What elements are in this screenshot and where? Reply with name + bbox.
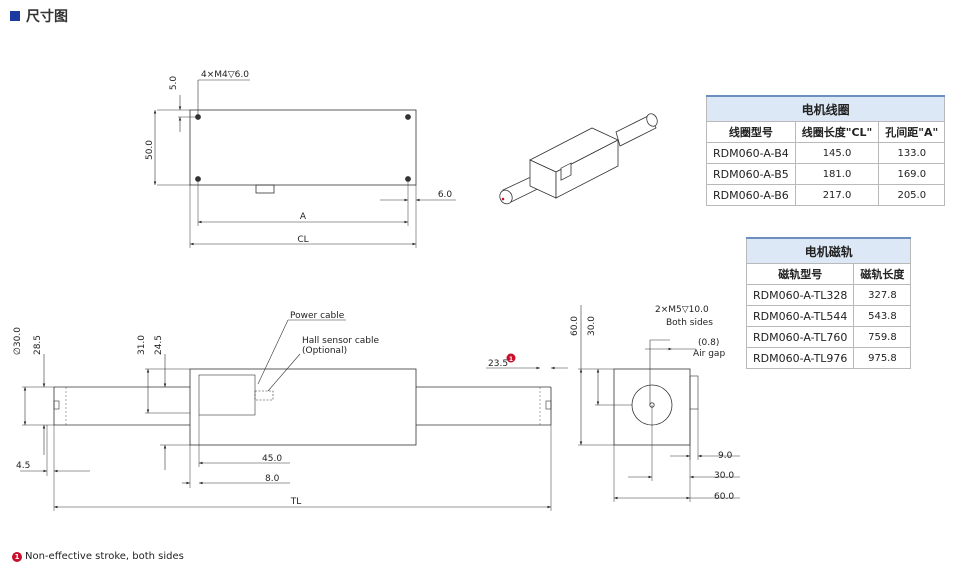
side-both-sides: Both sides bbox=[666, 318, 713, 328]
coil-col-length: 线圈长度"CL" bbox=[794, 121, 880, 143]
label-hall-cable: Hall sensor cable bbox=[302, 336, 380, 346]
side-dim-9: 9.0 bbox=[718, 451, 733, 461]
front-dim-d30: ∅30.0 bbox=[13, 327, 23, 355]
isometric-view bbox=[499, 113, 658, 205]
note-badge-front-num: 1 bbox=[509, 356, 513, 363]
side-dim-30: 30.0 bbox=[587, 316, 597, 336]
cable-stub bbox=[255, 184, 275, 194]
front-dim-31: 31.0 bbox=[137, 335, 147, 355]
rail-table-title: 电机磁轨 bbox=[745, 237, 912, 264]
rail-table: 电机磁轨 磁轨型号 磁轨长度 RDM060-A-TL328 327.8 RDM0… bbox=[745, 237, 912, 369]
coil-model: RDM060-A-B5 bbox=[706, 163, 796, 185]
side-hole-spec: 2×M5▽10.0 bbox=[655, 305, 709, 315]
table-row: RDM060-A-TL976 975.8 bbox=[745, 347, 912, 369]
coil-table-title: 电机线圈 bbox=[705, 95, 946, 122]
coil-length: 181.0 bbox=[794, 163, 880, 185]
front-view bbox=[20, 319, 568, 511]
section-title: 尺寸图 bbox=[26, 9, 68, 25]
coil-length: 217.0 bbox=[794, 184, 880, 206]
label-hall-optional: (Optional) bbox=[302, 346, 347, 356]
front-dim-23-5: 23.5 bbox=[488, 359, 508, 369]
mount-holes bbox=[195, 114, 411, 182]
table-row: RDM060-A-B4 145.0 133.0 bbox=[706, 142, 946, 164]
front-dim-TL: TL bbox=[290, 497, 302, 507]
top-dim-50: 50.0 bbox=[145, 140, 155, 160]
section-header: 尺寸图 bbox=[10, 6, 68, 26]
footnote: 1 Non-effective stroke, both sides bbox=[12, 551, 184, 562]
rail-length: 327.8 bbox=[853, 284, 912, 306]
rail-model: RDM060-A-TL544 bbox=[745, 305, 855, 327]
side-dim-60: 60.0 bbox=[570, 316, 580, 336]
note-badge-front bbox=[506, 353, 516, 363]
coil-col-model: 线圈型号 bbox=[706, 121, 796, 143]
front-dim-4-5: 4.5 bbox=[16, 461, 30, 471]
rail-model: RDM060-A-TL760 bbox=[745, 326, 855, 348]
front-dim-28-5: 28.5 bbox=[33, 335, 43, 355]
front-dim-8: 8.0 bbox=[265, 474, 280, 484]
top-dim-A: A bbox=[300, 212, 307, 222]
coil-model: RDM060-A-B4 bbox=[706, 142, 796, 164]
table-row: RDM060-A-TL760 759.8 bbox=[745, 326, 912, 348]
rail-model: RDM060-A-TL976 bbox=[745, 347, 855, 369]
coil-length: 145.0 bbox=[794, 142, 880, 164]
rail-col-length: 磁轨长度 bbox=[853, 263, 912, 285]
side-view bbox=[578, 305, 740, 502]
top-hole-spec: 4×M4▽6.0 bbox=[201, 70, 249, 80]
coil-spacing: 133.0 bbox=[878, 142, 946, 164]
table-row: RDM060-A-B5 181.0 169.0 bbox=[706, 163, 946, 185]
rail-length: 543.8 bbox=[853, 305, 912, 327]
rail-col-model: 磁轨型号 bbox=[745, 263, 855, 285]
side-dim-w60: 60.0 bbox=[714, 492, 734, 502]
front-dim-45: 45.0 bbox=[262, 454, 282, 464]
top-dim-6: 6.0 bbox=[438, 190, 453, 200]
coil-top-outline bbox=[189, 109, 417, 186]
front-view-texts: Power cable Hall sensor cable (Optional)… bbox=[13, 311, 508, 507]
footnote-badge: 1 bbox=[12, 551, 22, 562]
table-row: RDM060-A-TL544 543.8 bbox=[745, 305, 912, 327]
side-dim-w30: 30.0 bbox=[714, 471, 734, 481]
rail-model: RDM060-A-TL328 bbox=[745, 284, 855, 306]
side-view-texts: 2×M5▽10.0 Both sides (0.8) Air gap 60.0 … bbox=[570, 305, 734, 502]
label-power-cable: Power cable bbox=[290, 311, 345, 321]
side-air-gap: Air gap bbox=[693, 349, 725, 359]
top-view-texts: 4×M4▽6.0 50.0 5.0 A CL 6.0 bbox=[145, 70, 452, 245]
coil-table: 电机线圈 线圈型号 线圈长度"CL" 孔间距"A" RDM060-A-B4 14… bbox=[705, 95, 946, 206]
rail-length: 759.8 bbox=[853, 326, 912, 348]
rail-length: 975.8 bbox=[853, 347, 912, 369]
table-row: RDM060-A-TL328 327.8 bbox=[745, 284, 912, 306]
coil-model: RDM060-A-B6 bbox=[706, 184, 796, 206]
top-view bbox=[153, 79, 456, 248]
top-dim-CL: CL bbox=[297, 235, 308, 245]
side-gap-value: (0.8) bbox=[698, 338, 719, 348]
coil-spacing: 169.0 bbox=[878, 163, 946, 185]
coil-col-spacing: 孔间距"A" bbox=[878, 121, 946, 143]
top-dim-5: 5.0 bbox=[169, 76, 179, 91]
coil-spacing: 205.0 bbox=[878, 184, 946, 206]
front-dim-24-5: 24.5 bbox=[154, 335, 164, 355]
table-row: RDM060-A-B6 217.0 205.0 bbox=[706, 184, 946, 206]
footnote-text: Non-effective stroke, both sides bbox=[25, 551, 184, 562]
section-marker bbox=[10, 11, 20, 21]
